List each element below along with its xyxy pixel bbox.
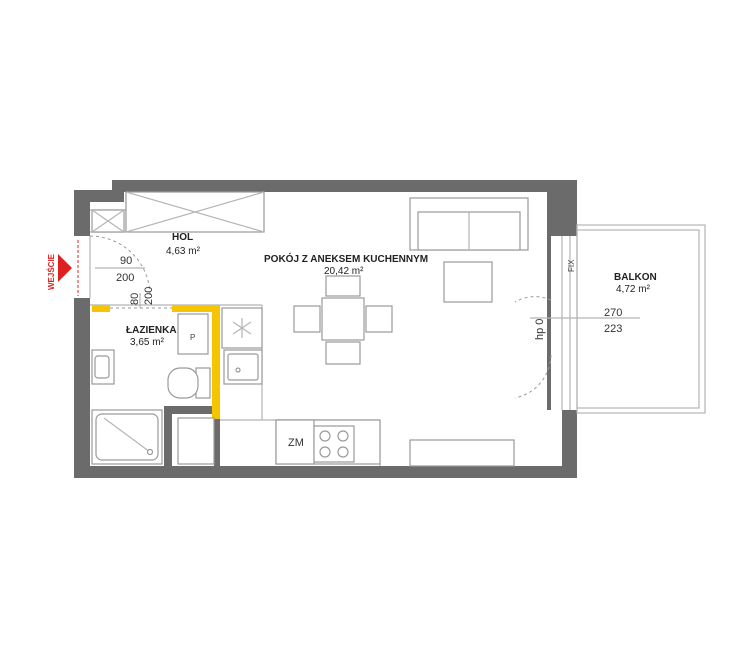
bath-door-width: 80: [129, 293, 141, 305]
zm-label: ZM: [288, 437, 304, 449]
balcony-door-height: 223: [604, 323, 622, 335]
toilet: [167, 367, 211, 399]
bath-door: [110, 293, 172, 309]
entry-door-height: 200: [116, 272, 134, 284]
yellow-walls: [92, 305, 220, 419]
kitchen-shaft: [221, 307, 263, 349]
sofa: [409, 197, 529, 251]
wardrobe: [91, 191, 265, 233]
dining-set: [293, 275, 393, 365]
balcony-outline: [576, 224, 706, 414]
tv-bench: [409, 439, 515, 467]
pokoj-name: POKÓJ Z ANEKSEM KUCHENNYM: [264, 252, 428, 265]
washer-box: [177, 417, 215, 465]
bathtub: [91, 409, 163, 465]
bath-sink: [91, 349, 115, 385]
coffee-table: [443, 261, 493, 303]
balkon-name: BALKON: [614, 272, 657, 283]
lazienka-name: ŁAZIENKA: [126, 325, 177, 336]
balkon-area: 4,72 m²: [616, 284, 651, 295]
hol-area: 4,63 m²: [166, 246, 201, 257]
balcony-door-width: 270: [604, 307, 622, 319]
fix-label: FIX: [567, 259, 576, 272]
pokoj-area: 20,42 m²: [324, 266, 364, 277]
hol-name: HOL: [172, 232, 193, 243]
entry-door: [89, 235, 151, 298]
entrance-label: WEJŚCIE: [47, 253, 56, 290]
balcony-level: hp 0: [534, 319, 546, 340]
kitchen-counter: [275, 419, 381, 465]
balcony-door: [514, 296, 640, 399]
walls: [74, 180, 577, 478]
p-label: P: [190, 333, 195, 342]
entrance-arrow: WEJŚCIE: [47, 240, 79, 296]
bath-door-height: 200: [143, 287, 155, 305]
boiler-box: [177, 313, 209, 355]
lazienka-area: 3,65 m²: [130, 337, 165, 348]
entry-door-width: 90: [120, 255, 132, 267]
balcony-window: [561, 236, 571, 410]
kitchen-sink: [223, 349, 263, 385]
